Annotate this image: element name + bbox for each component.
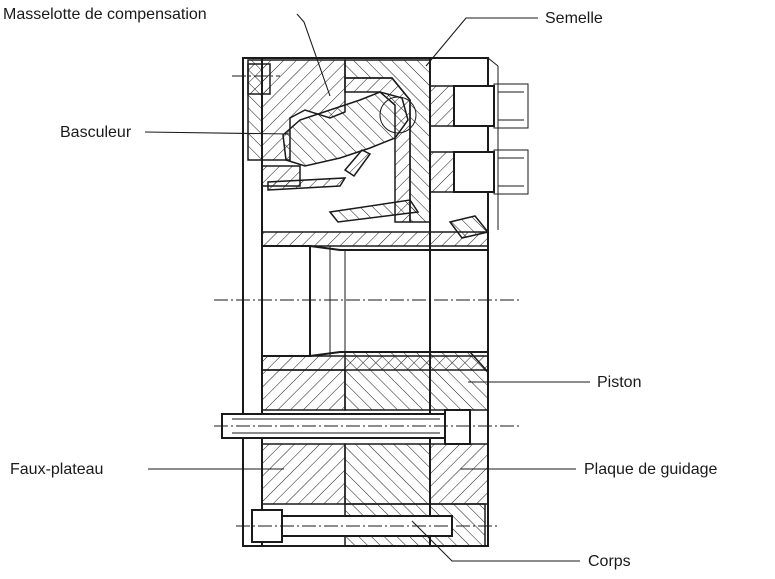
faux-plateau-plate: [261, 443, 431, 505]
insert-block: [261, 165, 301, 187]
leader-lines: [144, 13, 590, 562]
label-basculeur: Basculeur: [60, 124, 132, 141]
piston-part: [344, 351, 489, 411]
screw-lower: [429, 149, 529, 195]
long-bolt: [221, 409, 471, 445]
label-corps: Corps: [588, 553, 631, 570]
screw-upper: [429, 83, 529, 129]
center-lines: [214, 75, 520, 527]
label-masselotte: Masselotte de compensation: [3, 6, 207, 23]
bottom-screw: [251, 503, 486, 547]
basculeur-part: [282, 91, 417, 167]
label-plaque-guidage: Plaque de guidage: [584, 461, 718, 478]
label-semelle: Semelle: [545, 10, 603, 27]
piston-collar: [261, 369, 346, 411]
label-faux-plateau: Faux-plateau: [10, 461, 103, 478]
label-piston: Piston: [597, 374, 641, 391]
guidage-plate: [429, 443, 489, 505]
